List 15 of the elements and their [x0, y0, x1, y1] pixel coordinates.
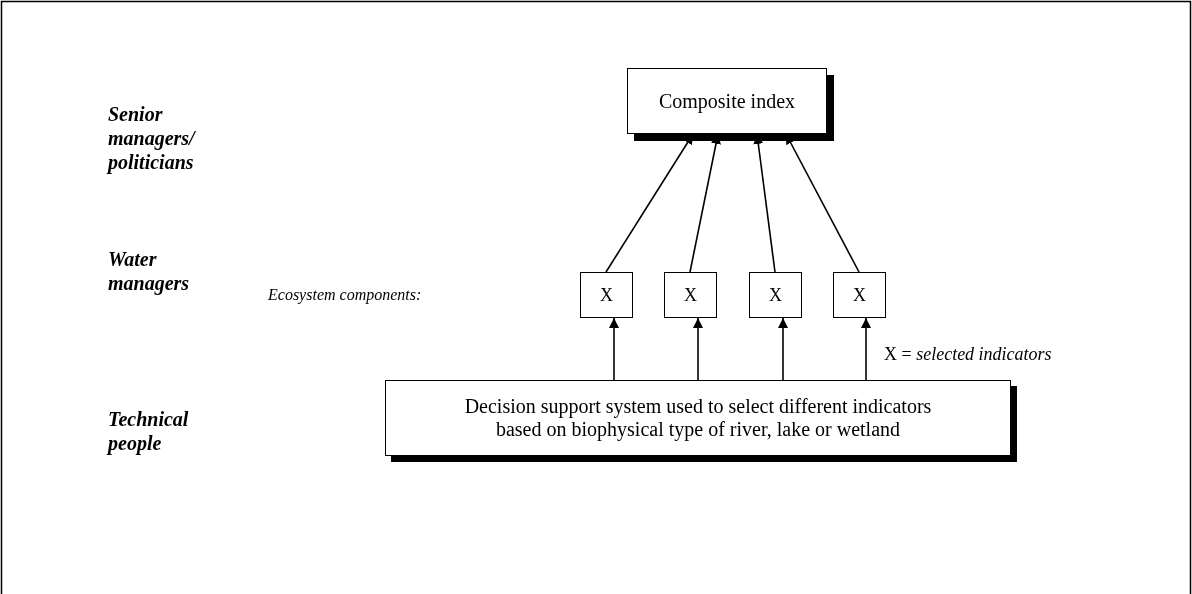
process-box: Composite index: [627, 68, 827, 134]
arrow: [778, 317, 788, 381]
indicator-box: X: [580, 272, 633, 318]
indicator-box: X: [664, 272, 717, 318]
indicator-box: X: [833, 272, 886, 318]
role-label: Water managers: [108, 247, 191, 295]
key-note: X = selected indicators: [884, 344, 1053, 365]
role-label: Senior managers/ politicians: [108, 102, 197, 174]
arrow: [609, 317, 619, 381]
arrow: [861, 317, 871, 381]
process-box: Decision support system used to select different indicators based on biophysical type of river, lake or wetland: [385, 380, 1011, 456]
row-label: Ecosystem components:: [268, 286, 423, 304]
role-label: Technical people: [108, 407, 190, 455]
arrow: [693, 317, 703, 381]
indicator-box: X: [749, 272, 802, 318]
